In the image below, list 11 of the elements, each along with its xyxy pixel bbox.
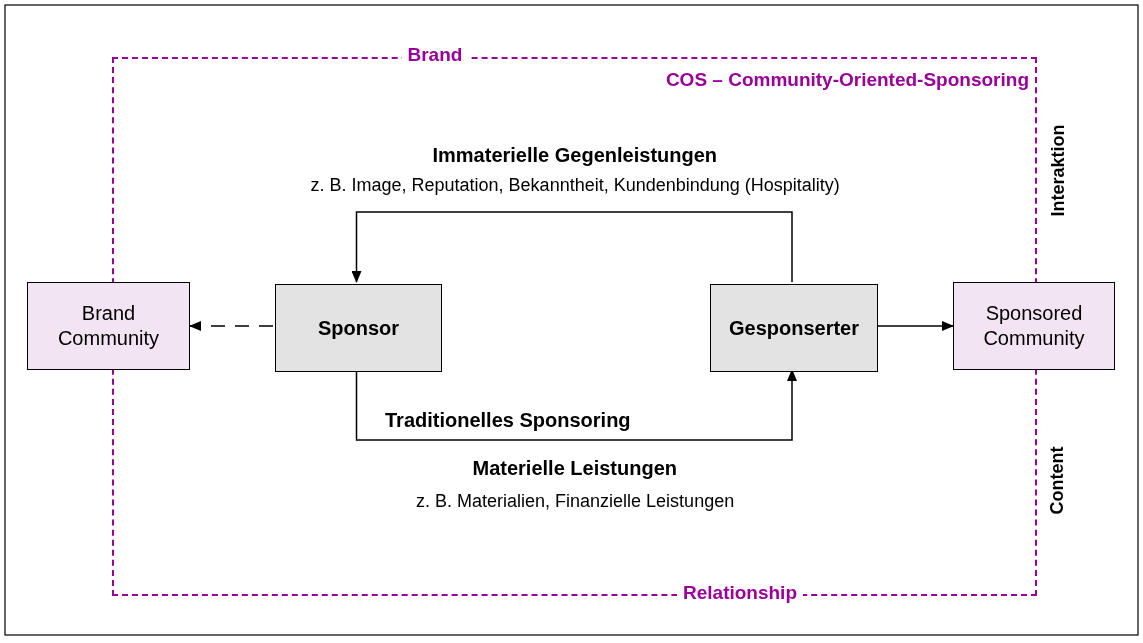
process-box: Gesponserter xyxy=(710,284,878,372)
arrow xyxy=(351,211,793,283)
process-box: Sponsored Community xyxy=(953,282,1115,370)
process-box: Brand Community xyxy=(27,282,190,370)
flow-description: z. B. Materialien, Finanzielle Leistungen xyxy=(416,490,735,512)
flow-heading: Immaterielle Gegenleistungen xyxy=(432,143,718,167)
arrow xyxy=(189,321,274,331)
flow-heading: Materielle Leistungen xyxy=(472,456,677,480)
flow-description: z. B. Image, Reputation, Bekanntheit, Kundenbindung (Hospitality) xyxy=(310,174,840,196)
flow-label: Traditionelles Sponsoring xyxy=(385,408,631,432)
process-box: Sponsor xyxy=(275,284,442,372)
